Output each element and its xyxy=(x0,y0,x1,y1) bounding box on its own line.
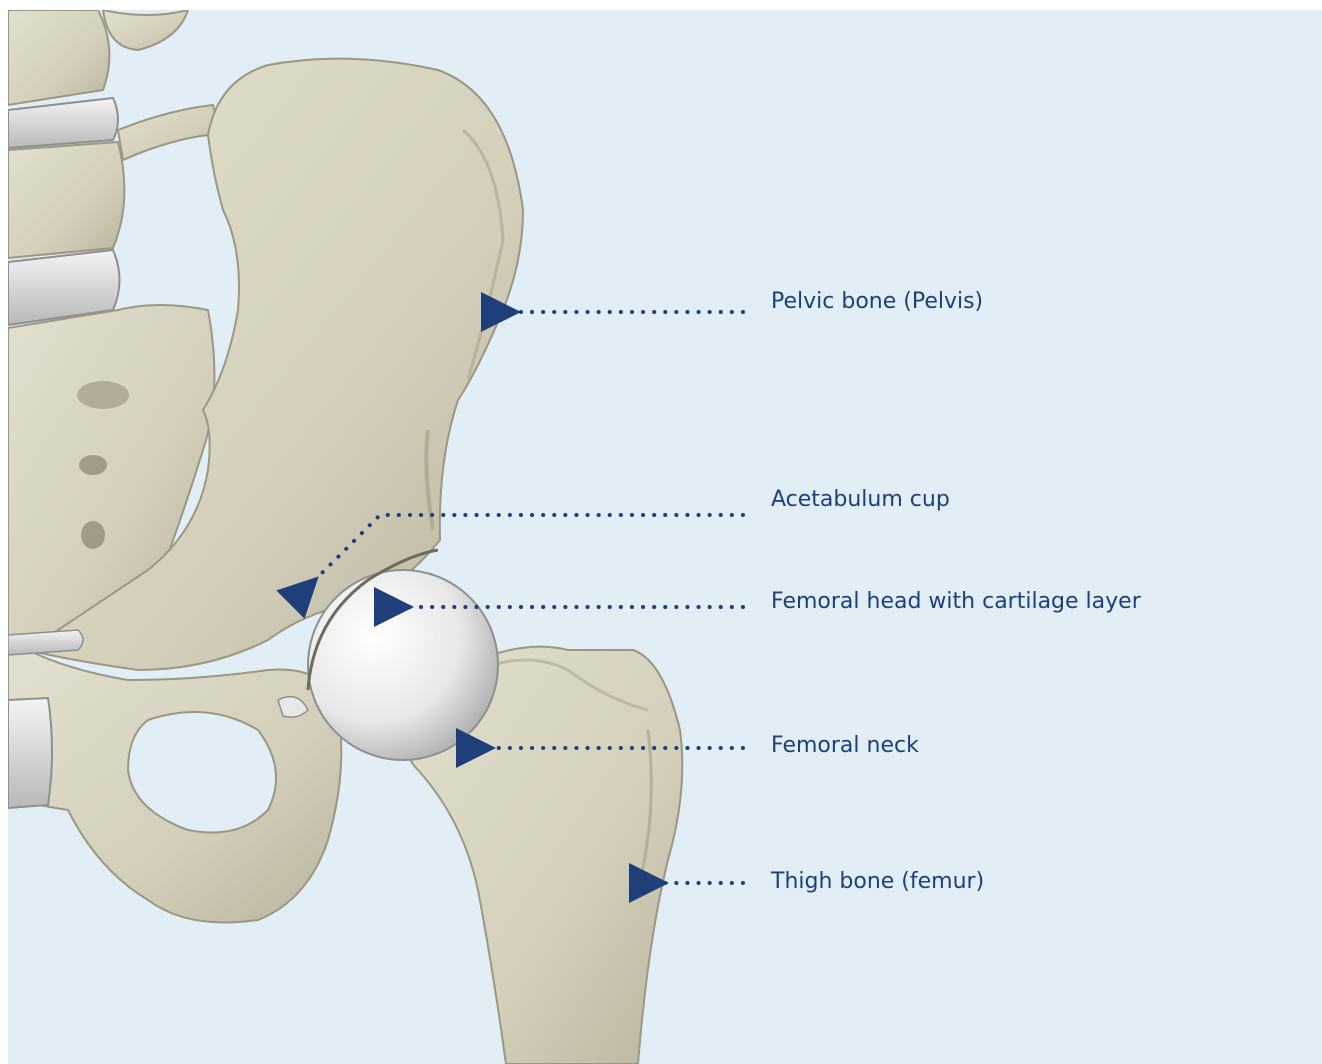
label-femoral-head: Femoral head with cartilage layer xyxy=(771,591,1141,613)
hip-illustration xyxy=(8,10,1322,1064)
hip-joint-diagram: Pelvic bone (Pelvis) Acetabulum cup Femo… xyxy=(8,10,1322,1064)
label-femoral-neck: Femoral neck xyxy=(771,735,919,757)
pubic-bone xyxy=(8,630,341,923)
label-acetabulum: Acetabulum cup xyxy=(771,489,950,511)
label-pelvis: Pelvic bone (Pelvis) xyxy=(771,291,983,313)
label-femur: Thigh bone (femur) xyxy=(771,871,984,893)
